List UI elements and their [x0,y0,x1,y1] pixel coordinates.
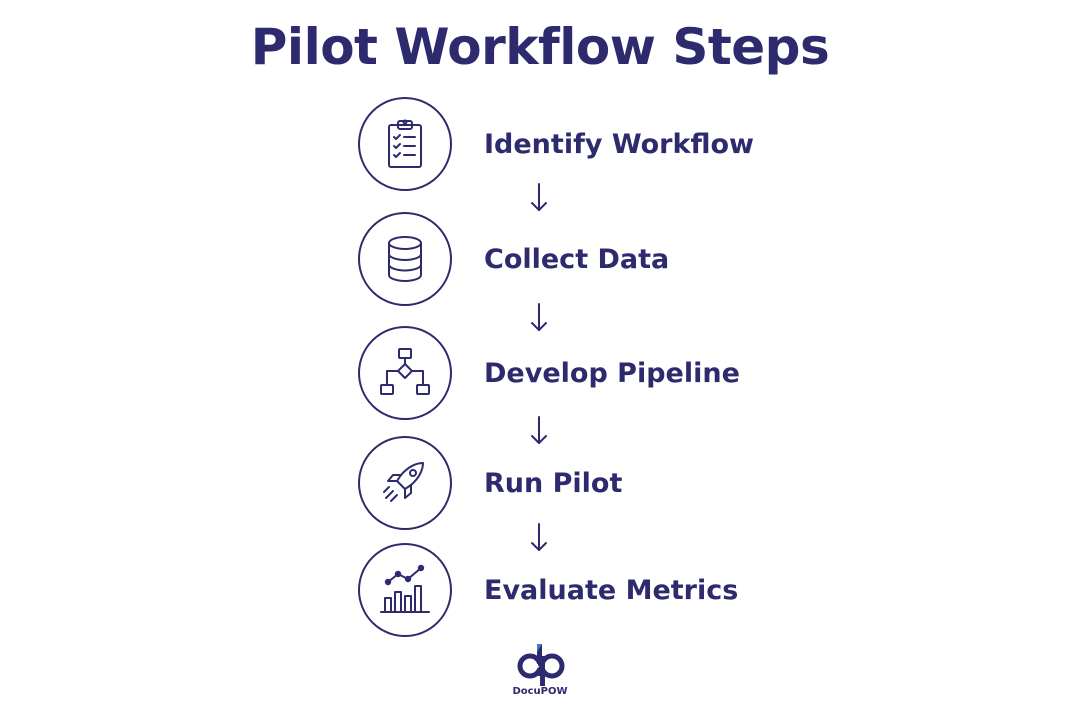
clipboard-checklist-icon [388,119,422,168]
step-run-pilot: Run Pilot [358,434,622,532]
down-arrow-icon [531,523,547,551]
bar-line-chart-icon [380,564,430,613]
docupow-logo: DocuPOW [500,640,580,710]
database-icon [388,236,422,282]
flowchart-icon [380,348,430,395]
step-label: Run Pilot [484,467,623,499]
docupow-logo-icon [517,644,565,686]
logo-text: DocuPOW [512,686,568,697]
step-label: Evaluate Metrics [484,574,739,606]
step-icon-circle [358,326,452,420]
step-identify-workflow: Identify Workflow [358,95,754,193]
step-icon-circle [358,543,452,637]
step-label: Collect Data [484,243,670,275]
step-icon-circle [358,97,452,191]
step-label: Develop Pipeline [484,357,740,389]
page-title: Pilot Workflow Steps [250,18,830,76]
down-arrow-icon [531,303,547,331]
down-arrow-icon [531,416,547,444]
step-icon-circle [358,212,452,306]
step-icon-circle [358,436,452,530]
step-label: Identify Workflow [484,128,754,160]
step-collect-data: Collect Data [358,210,669,308]
down-arrow-icon [531,183,547,211]
step-develop-pipeline: Develop Pipeline [358,324,740,422]
rocket-icon [383,462,424,502]
step-evaluate-metrics: Evaluate Metrics [358,541,738,639]
